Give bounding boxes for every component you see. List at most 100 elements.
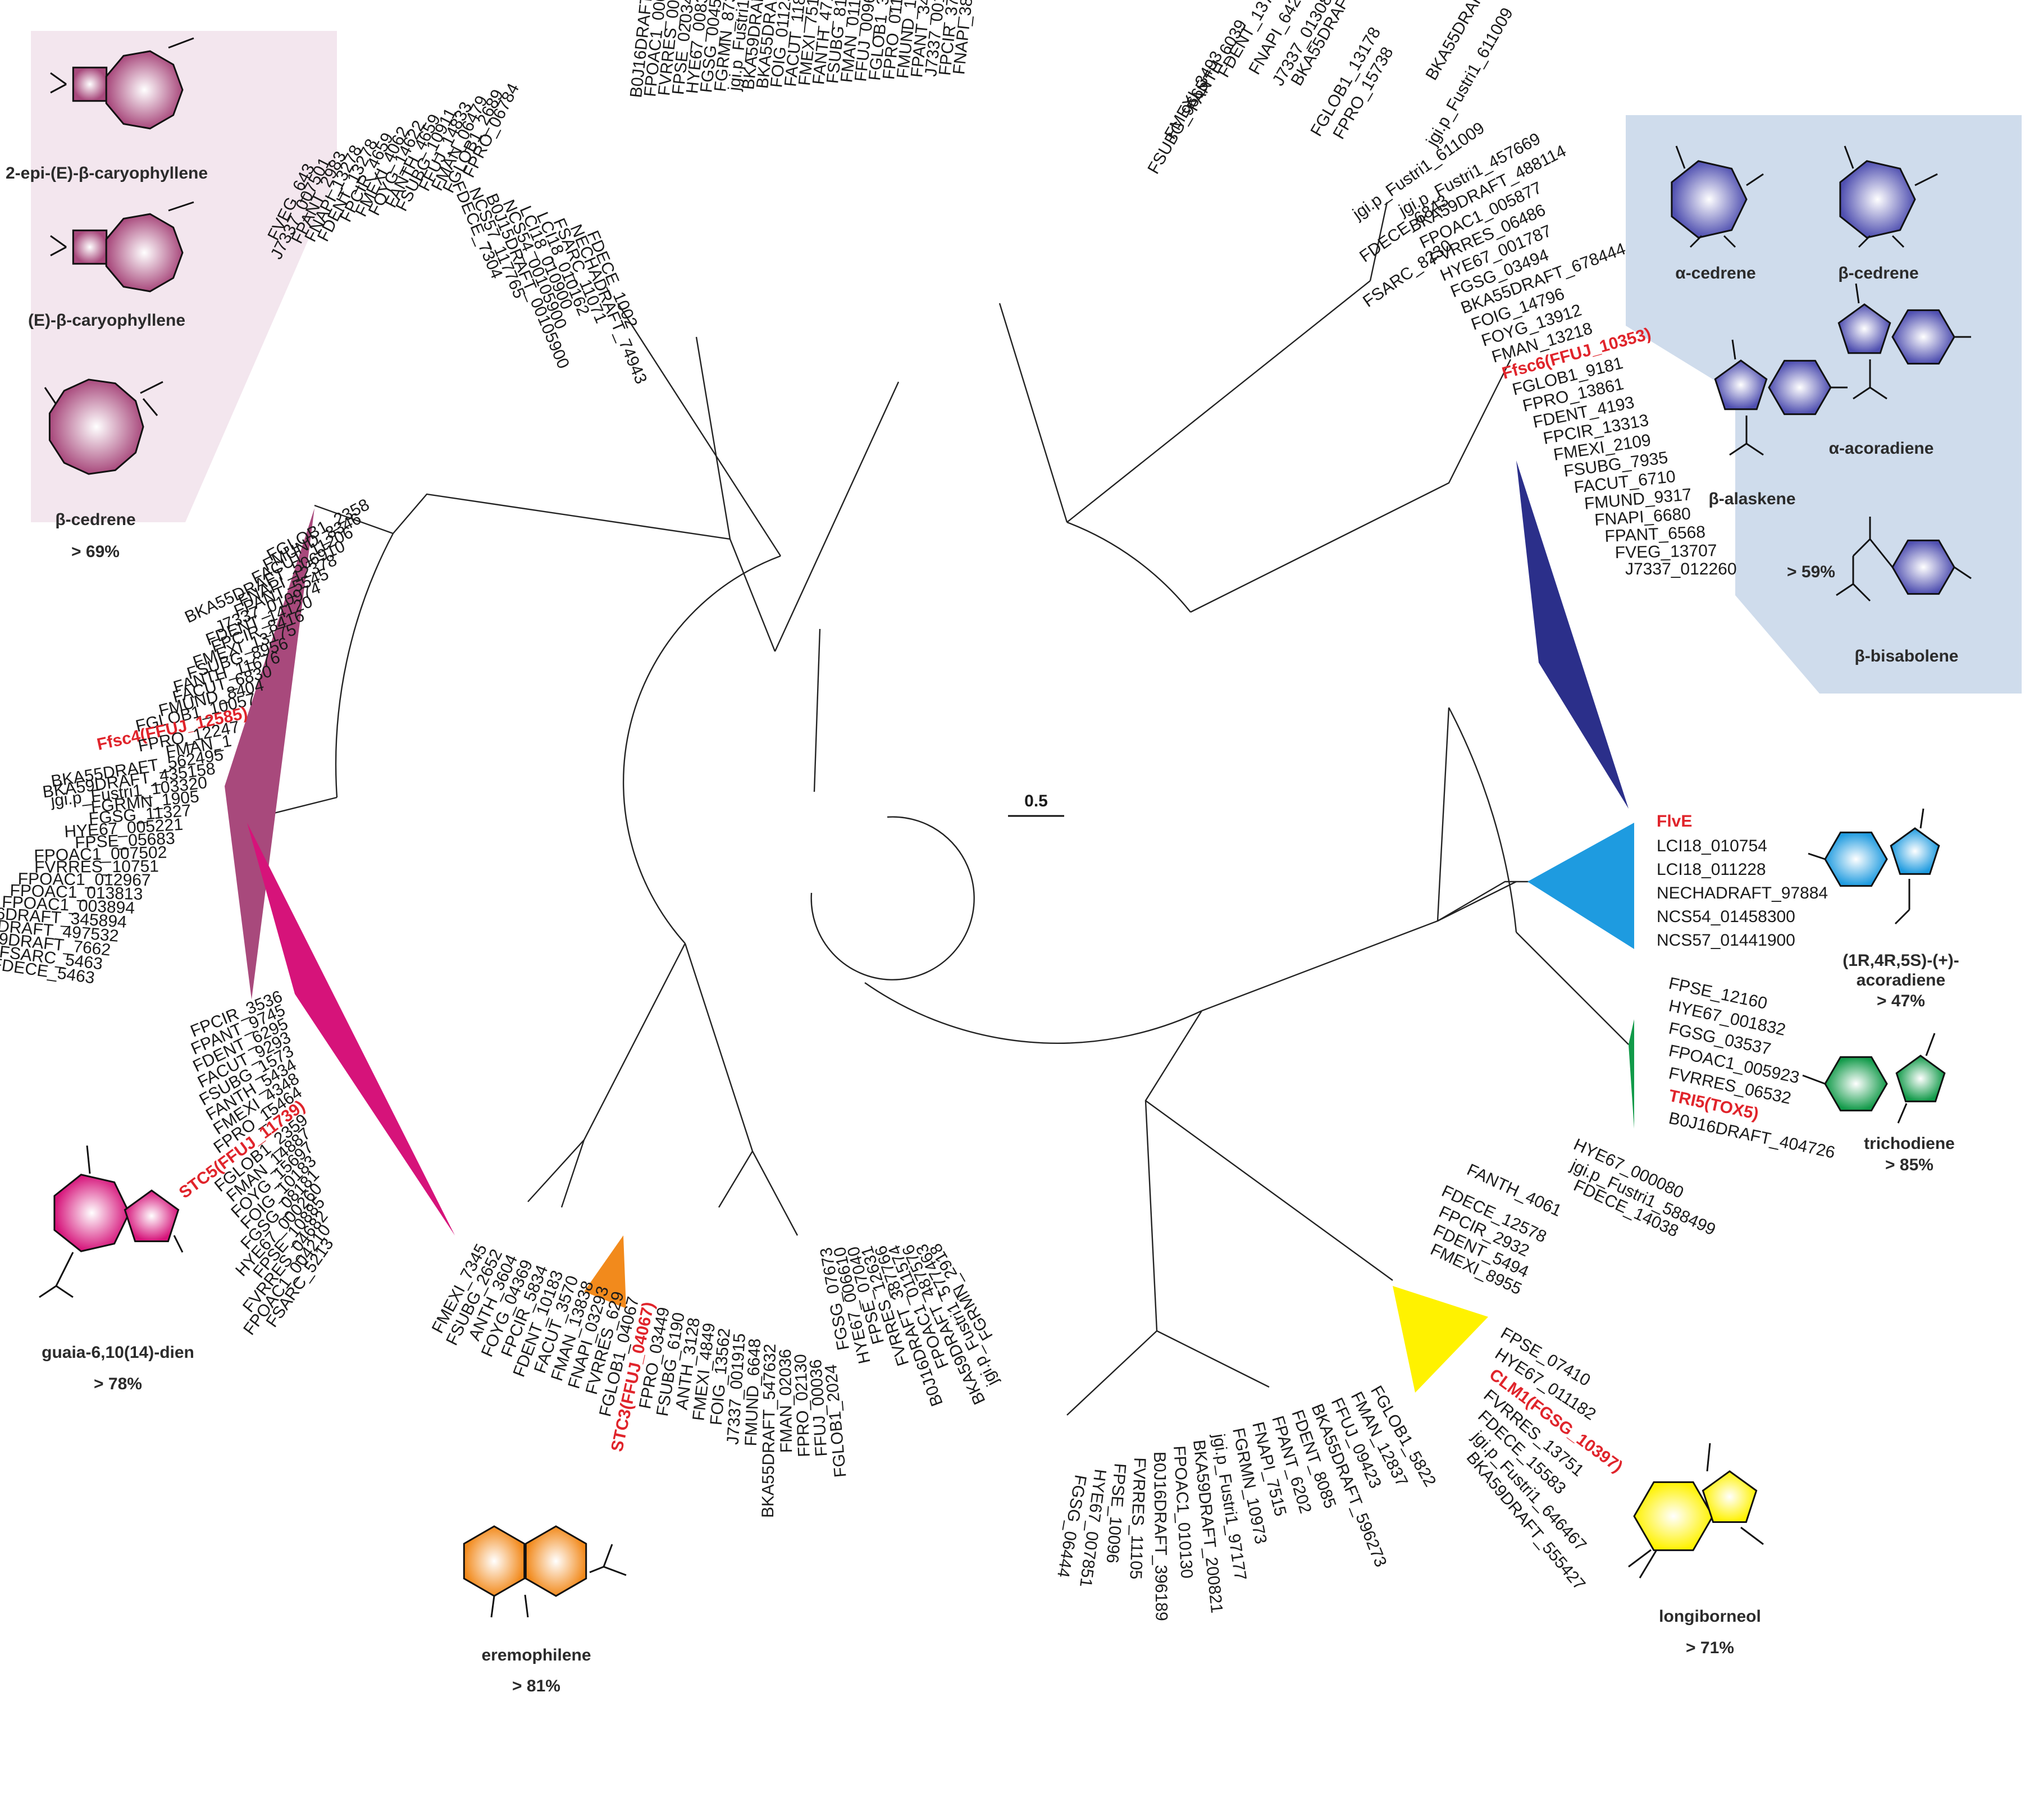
clade-flve-wedge xyxy=(1527,823,1634,949)
bond-line xyxy=(1919,808,1924,829)
bond-line xyxy=(1925,1033,1936,1056)
bond-line xyxy=(142,398,158,416)
leaf-label: FMAN_02036 xyxy=(776,1349,796,1453)
sesquiterpene-structure-icon xyxy=(1837,303,1891,354)
bond-line xyxy=(173,1235,184,1253)
bond-line xyxy=(1740,1526,1764,1545)
clade-clm1-wedge xyxy=(1393,1286,1488,1393)
sesquiterpene-structure-icon xyxy=(463,1525,526,1597)
bond-line xyxy=(39,1285,57,1298)
sesquiterpene-structure-icon xyxy=(105,213,184,293)
scale-bar: 0.5 xyxy=(1008,792,1064,817)
branch xyxy=(1369,202,1388,281)
inner-arc-2 xyxy=(1066,521,1191,613)
sesquiterpene-structure-icon xyxy=(1714,359,1768,410)
bond-line xyxy=(1897,1103,1908,1124)
bond-line xyxy=(1894,909,1910,925)
sesquiterpene-structure-icon xyxy=(1890,827,1940,875)
sesquiterpene-structure-icon xyxy=(1839,160,1916,239)
product-percent: > 71% xyxy=(1686,1639,1734,1657)
bond-line xyxy=(140,381,163,394)
bond-line xyxy=(44,387,57,405)
bond-line xyxy=(1954,566,1972,580)
bond-line xyxy=(1723,235,1736,248)
bond-line xyxy=(1855,283,1860,304)
leaf-label: FMUND_6648 xyxy=(742,1338,764,1447)
bond-line xyxy=(589,1566,604,1573)
product-label: eremophilene xyxy=(481,1646,591,1664)
inner-arc-5 xyxy=(1448,707,1517,933)
clade-ffsc6-wedge xyxy=(1516,460,1629,809)
leaf-label: FPRO_02130 xyxy=(791,1354,814,1458)
product-percent: > 69% xyxy=(71,542,120,561)
branch xyxy=(1145,1100,1393,1281)
sesquiterpene-structure-icon xyxy=(72,229,108,265)
sesquiterpene-structure-icon xyxy=(1895,1055,1946,1102)
tree-branches xyxy=(247,202,1629,1416)
bond-line xyxy=(86,1145,91,1174)
branch xyxy=(393,493,776,652)
bond-line xyxy=(1914,173,1938,186)
bond-line xyxy=(168,201,194,212)
sesquiterpene-structure-icon xyxy=(53,1174,130,1252)
product-label: α-cedrene xyxy=(1675,264,1756,282)
bond-line xyxy=(490,1595,495,1618)
branch xyxy=(1156,1330,1270,1388)
bond-line xyxy=(1802,1074,1826,1085)
bond-line xyxy=(50,235,67,248)
bond-line xyxy=(524,1594,529,1618)
sesquiterpene-structure-icon xyxy=(1891,309,1955,365)
branch xyxy=(718,1151,754,1208)
product-label: (1R,4R,5S)-(+)- xyxy=(1843,951,1959,970)
leaf-label: NCS57_01441900 xyxy=(1657,931,1795,950)
branch xyxy=(1066,1330,1157,1416)
branch xyxy=(560,1139,585,1208)
leaf-label: FVRRES_10751 xyxy=(34,857,159,877)
bond-line xyxy=(1891,235,1905,248)
product-label: α-acoradiene xyxy=(1829,439,1934,458)
bond-line xyxy=(50,83,67,94)
branch xyxy=(1201,881,1517,1012)
sesquiterpene-structure-icon xyxy=(124,1189,180,1242)
branch xyxy=(1436,707,1450,922)
bond-line xyxy=(1852,583,1871,602)
bond-line xyxy=(1746,443,1764,456)
bond-line xyxy=(168,37,194,49)
bond-line xyxy=(1852,538,1871,557)
sesquiterpene-structure-icon xyxy=(1768,359,1832,416)
leaf-label: LCI18_010754 xyxy=(1657,837,1767,855)
product-percent: > 47% xyxy=(1877,992,1925,1010)
branch xyxy=(1190,359,1512,613)
clade-stc5-wedge xyxy=(247,823,455,1235)
bond-line xyxy=(50,246,67,257)
bond-line xyxy=(1706,1443,1711,1472)
leaf-label: FPSE_05683 xyxy=(75,829,176,852)
leaf-label: FlvE xyxy=(1657,812,1692,831)
product-label: β-cedrene xyxy=(55,510,135,529)
leaf-label: FPANT_6568 xyxy=(1604,523,1706,546)
product-label: (E)-β-caryophyllene xyxy=(28,311,185,330)
branch xyxy=(774,381,900,652)
structure-icons xyxy=(39,37,1972,1618)
product-label: β-bisabolene xyxy=(1854,647,1958,665)
branch xyxy=(695,336,731,540)
bond-line xyxy=(1858,235,1871,248)
product-percent: > 81% xyxy=(512,1677,560,1695)
product-label: β-alaskene xyxy=(1708,490,1795,508)
bond-line xyxy=(1844,145,1854,169)
branch xyxy=(617,303,782,557)
leaf-label: J7337_012260 xyxy=(1625,560,1737,578)
leaf-label: FPOAC1_007502 xyxy=(34,843,167,865)
scale-bar-label: 0.5 xyxy=(1024,792,1048,810)
sesquiterpene-structure-icon xyxy=(525,1525,587,1597)
bond-line xyxy=(1808,852,1826,860)
clade-stc3-wedge xyxy=(584,1235,626,1308)
branch xyxy=(1066,280,1371,523)
bond-line xyxy=(1689,235,1703,248)
branch xyxy=(1516,932,1629,1045)
leaf-label: BKA55DRAFT_547632 xyxy=(759,1344,779,1518)
branch xyxy=(813,628,821,792)
leaf-label: FVEG_13707 xyxy=(1615,541,1717,562)
bond-line xyxy=(50,72,67,85)
